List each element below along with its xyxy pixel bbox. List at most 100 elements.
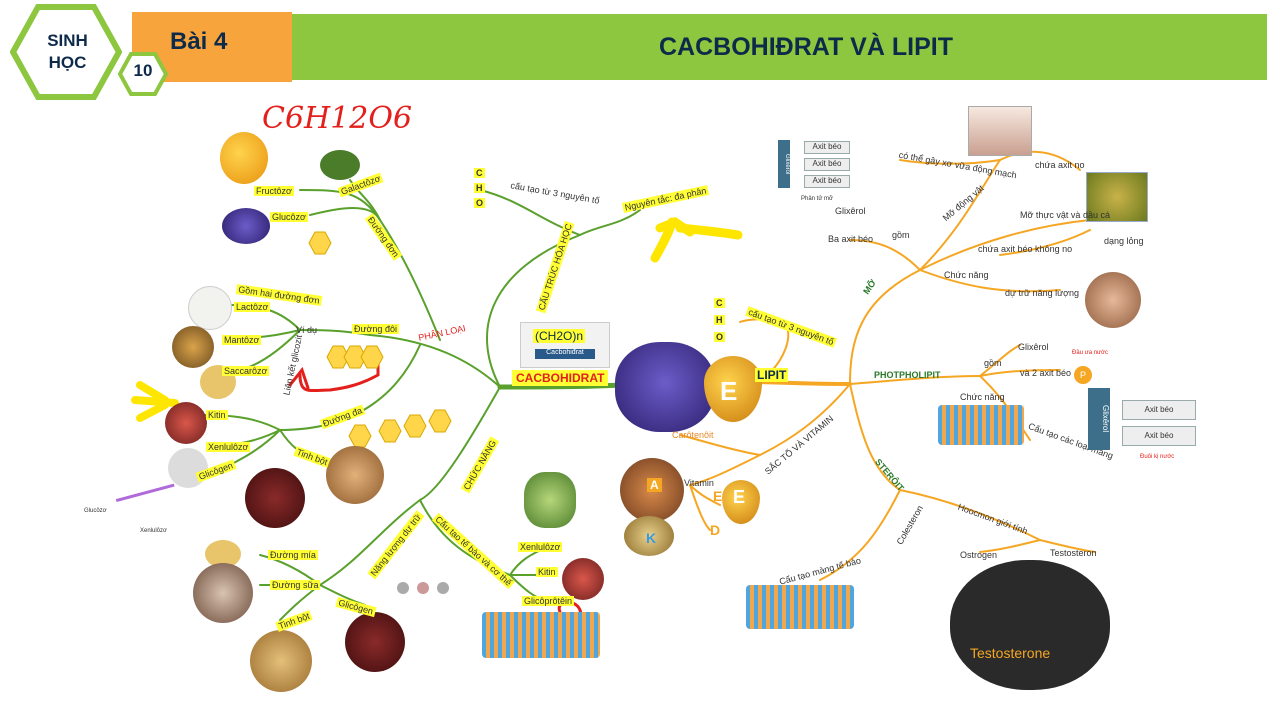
vitamin-k-label: K — [646, 530, 657, 546]
lipid-phospho: PHOTPHOLIPIT — [874, 370, 941, 380]
carb-example: Ví dụ — [296, 325, 318, 335]
handwritten-formula: C6H12O6 — [262, 101, 412, 136]
testosterone-board-label: Testosterone — [970, 645, 1051, 661]
center-lipid-label: LIPIT — [755, 368, 789, 382]
lipid-consist: gồm — [892, 230, 910, 240]
chalkboard-icon — [950, 560, 1110, 690]
lipid-o: O — [714, 332, 726, 342]
lesson-label: Bài 4 — [170, 28, 228, 55]
grapes-icon — [615, 342, 715, 432]
carb-c: C — [474, 168, 485, 178]
malt-icon — [172, 326, 214, 368]
mushroom-icon — [165, 402, 207, 444]
carb-chitin2: Kitin — [536, 567, 558, 577]
carb-fructose: Fructôzơ — [254, 186, 294, 196]
fat-fatty-box-3: Axit béo — [804, 175, 850, 188]
lipid-h: H — [714, 315, 725, 325]
branch-energy — [319, 499, 421, 586]
carb-cellulose: Xenlulôzơ — [206, 442, 251, 452]
fiber-cellulose: Xenlulôzơ — [140, 528, 167, 534]
lipid-unsaturated: chứa axit béo không no — [978, 244, 1073, 254]
lipid-glycerol: Glixêrol — [835, 206, 866, 216]
fat-glycerol-box: Glixêrol — [778, 140, 790, 188]
title-bar: CACBOHIĐRAT VÀ LIPIT — [285, 14, 1267, 80]
carb-di: Đường đôi — [352, 324, 399, 334]
branch-function — [419, 386, 501, 501]
phospho-glycerol-box: Glixêrol — [1088, 388, 1110, 450]
lipid-function: Chức năng — [944, 270, 989, 280]
page-title: CACBOHIĐRAT VÀ LIPIT — [659, 32, 953, 61]
phospho-two-fatty: và 2 axit béo — [1020, 368, 1072, 378]
carb-o: O — [474, 198, 486, 208]
pork-fat-icon — [968, 106, 1032, 156]
carb-glycoprotein: Glicôprôtêin — [522, 596, 575, 606]
vitamin-a-label: A — [647, 478, 662, 492]
branch-structure — [486, 209, 641, 388]
molecule-icon — [392, 580, 456, 598]
carb-cane: Đường mía — [268, 550, 318, 560]
center-carb-label: CACBOHIDRAT — [512, 370, 609, 386]
fat-fatty-box-2: Axit béo — [804, 158, 850, 171]
phospho-consist: gồm — [984, 358, 1002, 368]
yellow-arrow-top — [650, 216, 743, 263]
lipid-liquid: dạng lỏng — [1104, 236, 1144, 246]
formula-caption: Cacbohiđrat — [535, 349, 595, 359]
fat-fatty-box-1: Axit béo — [804, 141, 850, 154]
cotton-icon — [168, 448, 208, 488]
lipid-c: C — [714, 298, 725, 308]
vitamin-e-drop-icon — [704, 356, 762, 422]
carb-cellulose2: Xenlulôzơ — [518, 542, 563, 552]
subject-label: SINH HỌC — [47, 31, 88, 72]
plant-cell-icon — [524, 472, 576, 528]
yellow-arrow-left — [131, 381, 179, 422]
fiber-glucose: Glucôzơ — [84, 508, 107, 514]
fat-molecule-caption: Phân tử mỡ — [801, 196, 833, 202]
herb-icon — [320, 150, 360, 180]
phospho-glycerol: Glixêrol — [1018, 342, 1049, 352]
grain-icon — [326, 446, 384, 504]
hexagon-shapes — [308, 231, 452, 448]
formula-text: (CH2O)n — [533, 329, 586, 343]
vitamin-e-small-icon — [722, 480, 760, 524]
oil-icon — [1086, 172, 1148, 222]
carb-milk: Đường sữa — [270, 580, 321, 590]
lipid-testosterone: Testosteron — [1050, 548, 1097, 558]
grapes-small-icon — [222, 208, 270, 244]
grade-hexagon — [118, 52, 168, 96]
honey-icon — [220, 132, 268, 184]
lipid-plant: Mỡ thực vật và dầu cá — [1020, 210, 1110, 220]
vitamin-k-food-icon — [624, 516, 674, 556]
vitamin-e-letter: E — [720, 376, 738, 406]
phospho-head: Đầu ưa nước — [1072, 350, 1108, 356]
milk-icon — [188, 286, 232, 330]
lipid-reserve: dự trữ năng lượng — [1005, 288, 1080, 298]
branch-phospho — [849, 375, 981, 385]
membrane-icon — [482, 612, 600, 658]
vitamin-d-label: D — [710, 522, 721, 538]
subject-hexagon — [10, 4, 122, 100]
liver-icon — [245, 468, 305, 528]
phosphate-badge: P — [1074, 366, 1092, 384]
lipid-carotenoid: Carôtenôit — [672, 430, 714, 440]
branch-steroid — [849, 383, 901, 491]
phospho-membrane-icon — [938, 405, 1024, 445]
carb-chitin: Kitin — [206, 410, 228, 420]
carb-glucose: Glucôzơ — [270, 212, 308, 222]
vitamin-e-label: E — [713, 488, 723, 504]
formula-card: (CH2O)n Cacbohiđrat — [520, 322, 610, 368]
carb-maltose: Mantôzơ — [222, 335, 262, 345]
branch-poly — [279, 344, 421, 431]
branch-classification — [369, 334, 501, 388]
lipid-vitamin: Vitamin — [684, 478, 714, 488]
lipid-fatty3: Ba axit béo — [828, 234, 874, 244]
potato-icon — [250, 630, 312, 692]
phospho-function: Chức năng — [960, 392, 1005, 402]
lipid-estrogen: Ostrogen — [960, 550, 998, 560]
red-arrow — [298, 356, 380, 393]
carb-lactose: Lactôzơ — [234, 302, 271, 312]
phospho-tail: Đuôi kị nước — [1140, 454, 1175, 460]
grade-label: 10 — [133, 61, 153, 80]
branch-pigment — [759, 383, 851, 456]
header: CACBOHIĐRAT VÀ LIPIT Bài 4 SINH HỌC 10 — [0, 0, 1280, 100]
carb-sucrose: Saccarôzơ — [222, 366, 270, 376]
